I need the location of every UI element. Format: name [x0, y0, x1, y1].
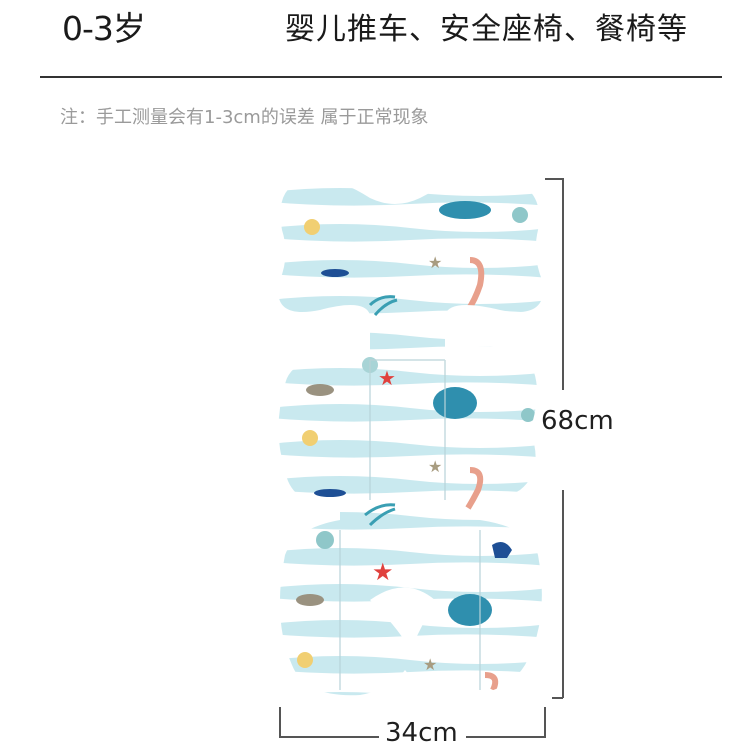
- usage-label: 婴儿推车、安全座椅、餐椅等: [285, 12, 688, 47]
- svg-text:★: ★: [372, 558, 394, 586]
- height-dimension-line-bottom: [562, 490, 564, 698]
- height-dimension-bottom-tick: [552, 697, 563, 699]
- height-dimension-top-tick: [545, 178, 563, 180]
- height-dimension-line-top: [562, 178, 564, 390]
- width-dimension-label: 34cm: [385, 718, 458, 748]
- width-dimension-left-tick: [279, 707, 281, 737]
- measurement-note: 注：手工测量会有1-3cm的误差 属于正常现象: [60, 107, 429, 128]
- width-dimension-line-left: [279, 736, 379, 738]
- width-dimension-right-tick: [544, 707, 546, 737]
- svg-text:★: ★: [378, 366, 396, 390]
- height-dimension-label: 68cm: [541, 406, 614, 436]
- svg-text:★: ★: [428, 457, 442, 476]
- svg-text:★: ★: [428, 253, 442, 272]
- width-dimension-line-right: [466, 736, 546, 738]
- age-range-label: 0-3岁: [62, 9, 146, 48]
- product-image-cushion: ★ ★ ★ ★ ★: [270, 170, 550, 700]
- svg-text:★: ★: [423, 655, 437, 674]
- divider: [40, 76, 722, 78]
